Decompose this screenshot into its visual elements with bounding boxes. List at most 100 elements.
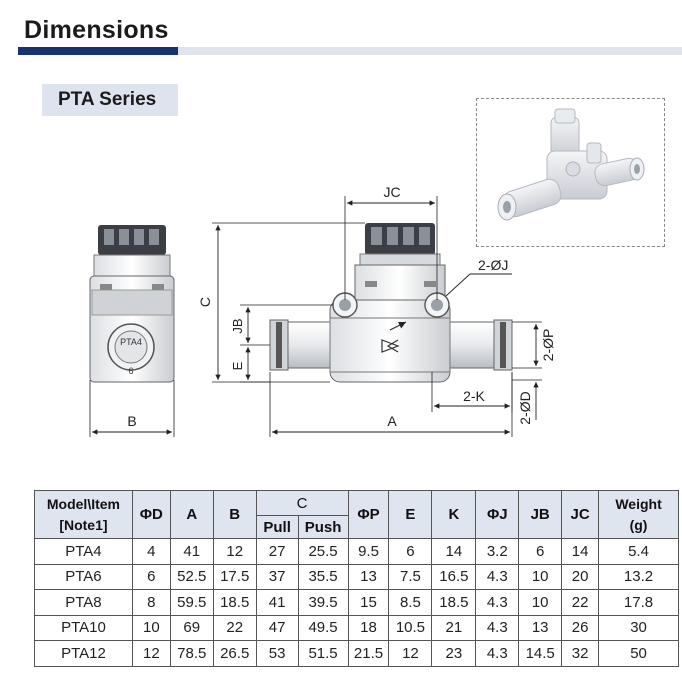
cell-b: 26.5 xyxy=(212,640,257,667)
cell-jb: 13 xyxy=(518,614,563,641)
cell-b: 17.5 xyxy=(212,563,257,590)
dim-a-label: A xyxy=(387,413,397,429)
cell-k: 21 xyxy=(431,614,477,641)
cell-pull: 47 xyxy=(255,614,299,641)
cell-d: 6 xyxy=(131,563,171,590)
header-k: K xyxy=(431,490,477,539)
product-photo xyxy=(476,98,665,247)
cell-push: 25.5 xyxy=(297,538,349,565)
cell-a: 78.5 xyxy=(169,640,214,667)
cell-e: 7.5 xyxy=(388,563,433,590)
table-row: PTA10 10 69 22 47 49.5 18 10.5 21 4.3 13… xyxy=(34,614,679,641)
cell-weight: 30 xyxy=(598,614,679,641)
cell-b: 22 xyxy=(212,614,257,641)
cell-push: 35.5 xyxy=(297,563,349,590)
cell-jc: 32 xyxy=(561,640,600,667)
dim-d-label: 2-ØD xyxy=(517,391,533,424)
header-model: Model\Item [Note1] xyxy=(34,490,133,539)
table-row: PTA6 6 52.5 17.5 37 35.5 13 7.5 16.5 4.3… xyxy=(34,563,679,590)
front-view xyxy=(269,223,513,383)
cell-model: PTA6 xyxy=(34,563,133,590)
cell-weight: 13.2 xyxy=(598,563,679,590)
cell-b: 18.5 xyxy=(212,589,257,616)
cell-k: 16.5 xyxy=(431,563,477,590)
cell-pull: 41 xyxy=(255,589,299,616)
table-row: PTA8 8 59.5 18.5 41 39.5 15 8.5 18.5 4.3… xyxy=(34,589,679,616)
dim-e-label: E xyxy=(230,361,245,370)
header-c: C xyxy=(255,490,349,516)
header-a: A xyxy=(169,490,214,539)
cell-a: 59.5 xyxy=(169,589,214,616)
cell-weight: 5.4 xyxy=(598,538,679,565)
cell-j: 3.2 xyxy=(475,538,520,565)
dim-jb-label: JB xyxy=(230,318,245,333)
cell-e: 12 xyxy=(388,640,433,667)
cell-e: 10.5 xyxy=(388,614,433,641)
cell-k: 18.5 xyxy=(431,589,477,616)
header-jb: JB xyxy=(518,490,563,539)
dim-p-label: 2-ØP xyxy=(540,329,556,362)
dim-jc-label: JC xyxy=(383,184,400,200)
cell-jb: 10 xyxy=(518,589,563,616)
cell-jb: 10 xyxy=(518,563,563,590)
cell-model: PTA12 xyxy=(34,640,133,667)
section-title: Dimensions xyxy=(24,16,169,44)
table-row: PTA4 4 41 12 27 25.5 9.5 6 14 3.2 6 14 5… xyxy=(34,538,679,565)
svg-text:PTA4: PTA4 xyxy=(120,337,142,347)
cell-d: 12 xyxy=(131,640,171,667)
cell-a: 41 xyxy=(169,538,214,565)
title-underline xyxy=(18,47,682,55)
header-jc: JC xyxy=(561,490,600,539)
cell-j: 4.3 xyxy=(475,614,520,641)
header-j: ΦJ xyxy=(475,490,520,539)
cell-k: 14 xyxy=(431,538,477,565)
cell-d: 4 xyxy=(131,538,171,565)
cell-pull: 53 xyxy=(255,640,299,667)
cell-d: 8 xyxy=(131,589,171,616)
cell-p: 13 xyxy=(347,563,390,590)
fitting-illustration xyxy=(497,108,645,221)
cell-push: 51.5 xyxy=(297,640,349,667)
cell-pull: 27 xyxy=(255,538,299,565)
header-b: B xyxy=(212,490,257,539)
cell-b: 12 xyxy=(212,538,257,565)
dim-b-label: B xyxy=(127,413,136,429)
cell-e: 8.5 xyxy=(388,589,433,616)
side-view: PTA4 6 xyxy=(89,225,175,383)
cell-p: 15 xyxy=(347,589,390,616)
dim-c-label: C xyxy=(197,297,213,307)
technical-drawing: PTA4 6 B xyxy=(89,184,556,437)
table-row: PTA12 12 78.5 26.5 53 51.5 21.5 12 23 4.… xyxy=(34,640,679,667)
header-d: ΦD xyxy=(131,490,171,539)
header-c-push: Push xyxy=(297,515,349,539)
dimensions-table: Model\Item [Note1] ΦD A B C ΦP E K ΦJ JB… xyxy=(34,490,679,667)
dim-j-label: 2-ØJ xyxy=(478,257,508,273)
cell-pull: 37 xyxy=(255,563,299,590)
header-c-pull: Pull xyxy=(255,515,299,539)
cell-p: 9.5 xyxy=(347,538,390,565)
series-label: PTA Series xyxy=(42,84,178,116)
cell-k: 23 xyxy=(431,640,477,667)
cell-jb: 6 xyxy=(518,538,563,565)
cell-model: PTA4 xyxy=(34,538,133,565)
cell-model: PTA10 xyxy=(34,614,133,641)
cell-jb: 14.5 xyxy=(518,640,563,667)
cell-d: 10 xyxy=(131,614,171,641)
cell-a: 69 xyxy=(169,614,214,641)
cell-jc: 26 xyxy=(561,614,600,641)
cell-j: 4.3 xyxy=(475,640,520,667)
dim-k-label: 2-K xyxy=(463,388,485,404)
cell-jc: 22 xyxy=(561,589,600,616)
cell-j: 4.3 xyxy=(475,589,520,616)
cell-jc: 14 xyxy=(561,538,600,565)
header-weight: Weight (g) xyxy=(598,490,679,539)
cell-push: 49.5 xyxy=(297,614,349,641)
cell-e: 6 xyxy=(388,538,433,565)
cell-push: 39.5 xyxy=(297,589,349,616)
cell-weight: 50 xyxy=(598,640,679,667)
cell-j: 4.3 xyxy=(475,563,520,590)
header-p: ΦP xyxy=(347,490,390,539)
svg-text:6: 6 xyxy=(128,366,133,376)
cell-jc: 20 xyxy=(561,563,600,590)
cell-p: 18 xyxy=(347,614,390,641)
